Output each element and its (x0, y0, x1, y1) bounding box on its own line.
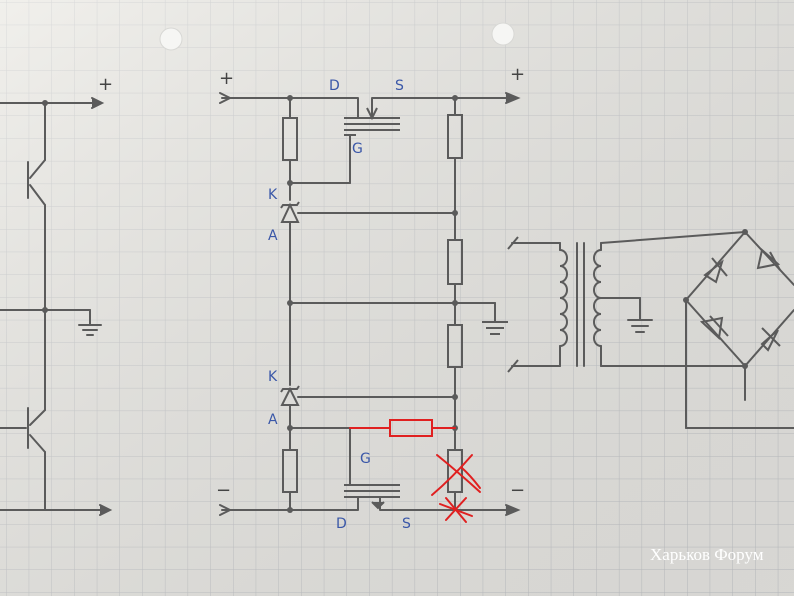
bridge-diodes (699, 248, 781, 352)
zener-diode-top (280, 201, 300, 223)
label-anode-bottom: A (268, 412, 278, 428)
left-node-mid (42, 307, 48, 313)
label-gate-bottom: G (360, 451, 371, 467)
label-gate-top: G (352, 141, 363, 157)
plus-sign-output: + (510, 64, 525, 85)
label-anode-top: A (268, 228, 278, 244)
resistor-right-mid (447, 239, 463, 285)
bottom-mosfet (344, 484, 400, 510)
ground-symbol-center (482, 321, 508, 335)
label-drain-bottom: D (336, 516, 347, 532)
resistor-gate-top (282, 117, 298, 161)
forum-watermark: Харьков Форум (650, 545, 764, 564)
transformer-input-terminals (507, 236, 519, 373)
top-mosfet (344, 98, 400, 136)
label-cathode-top: K (268, 187, 278, 203)
bridge-nodes (683, 229, 748, 369)
punch-hole-right (491, 22, 515, 46)
resistor-gate-bottom (282, 449, 298, 493)
minus-sign-output: − (510, 480, 525, 501)
left-plus-sign: + (98, 74, 113, 95)
minus-sign-input: − (216, 480, 231, 501)
resistor-right-lower (447, 324, 463, 368)
transformer (511, 231, 746, 367)
plus-sign-input: + (219, 68, 234, 89)
red-correction (349, 419, 481, 523)
label-source-bottom: S (402, 516, 411, 532)
label-source-top: S (395, 78, 404, 94)
resistor-right-bottom-crossed (447, 449, 463, 493)
left-node-top (42, 100, 48, 106)
zener-diode-bottom (280, 385, 300, 406)
resistor-right-top (447, 114, 463, 159)
punch-hole-left (159, 27, 183, 51)
label-drain-top: D (329, 78, 340, 94)
label-cathode-bottom: K (268, 369, 278, 385)
